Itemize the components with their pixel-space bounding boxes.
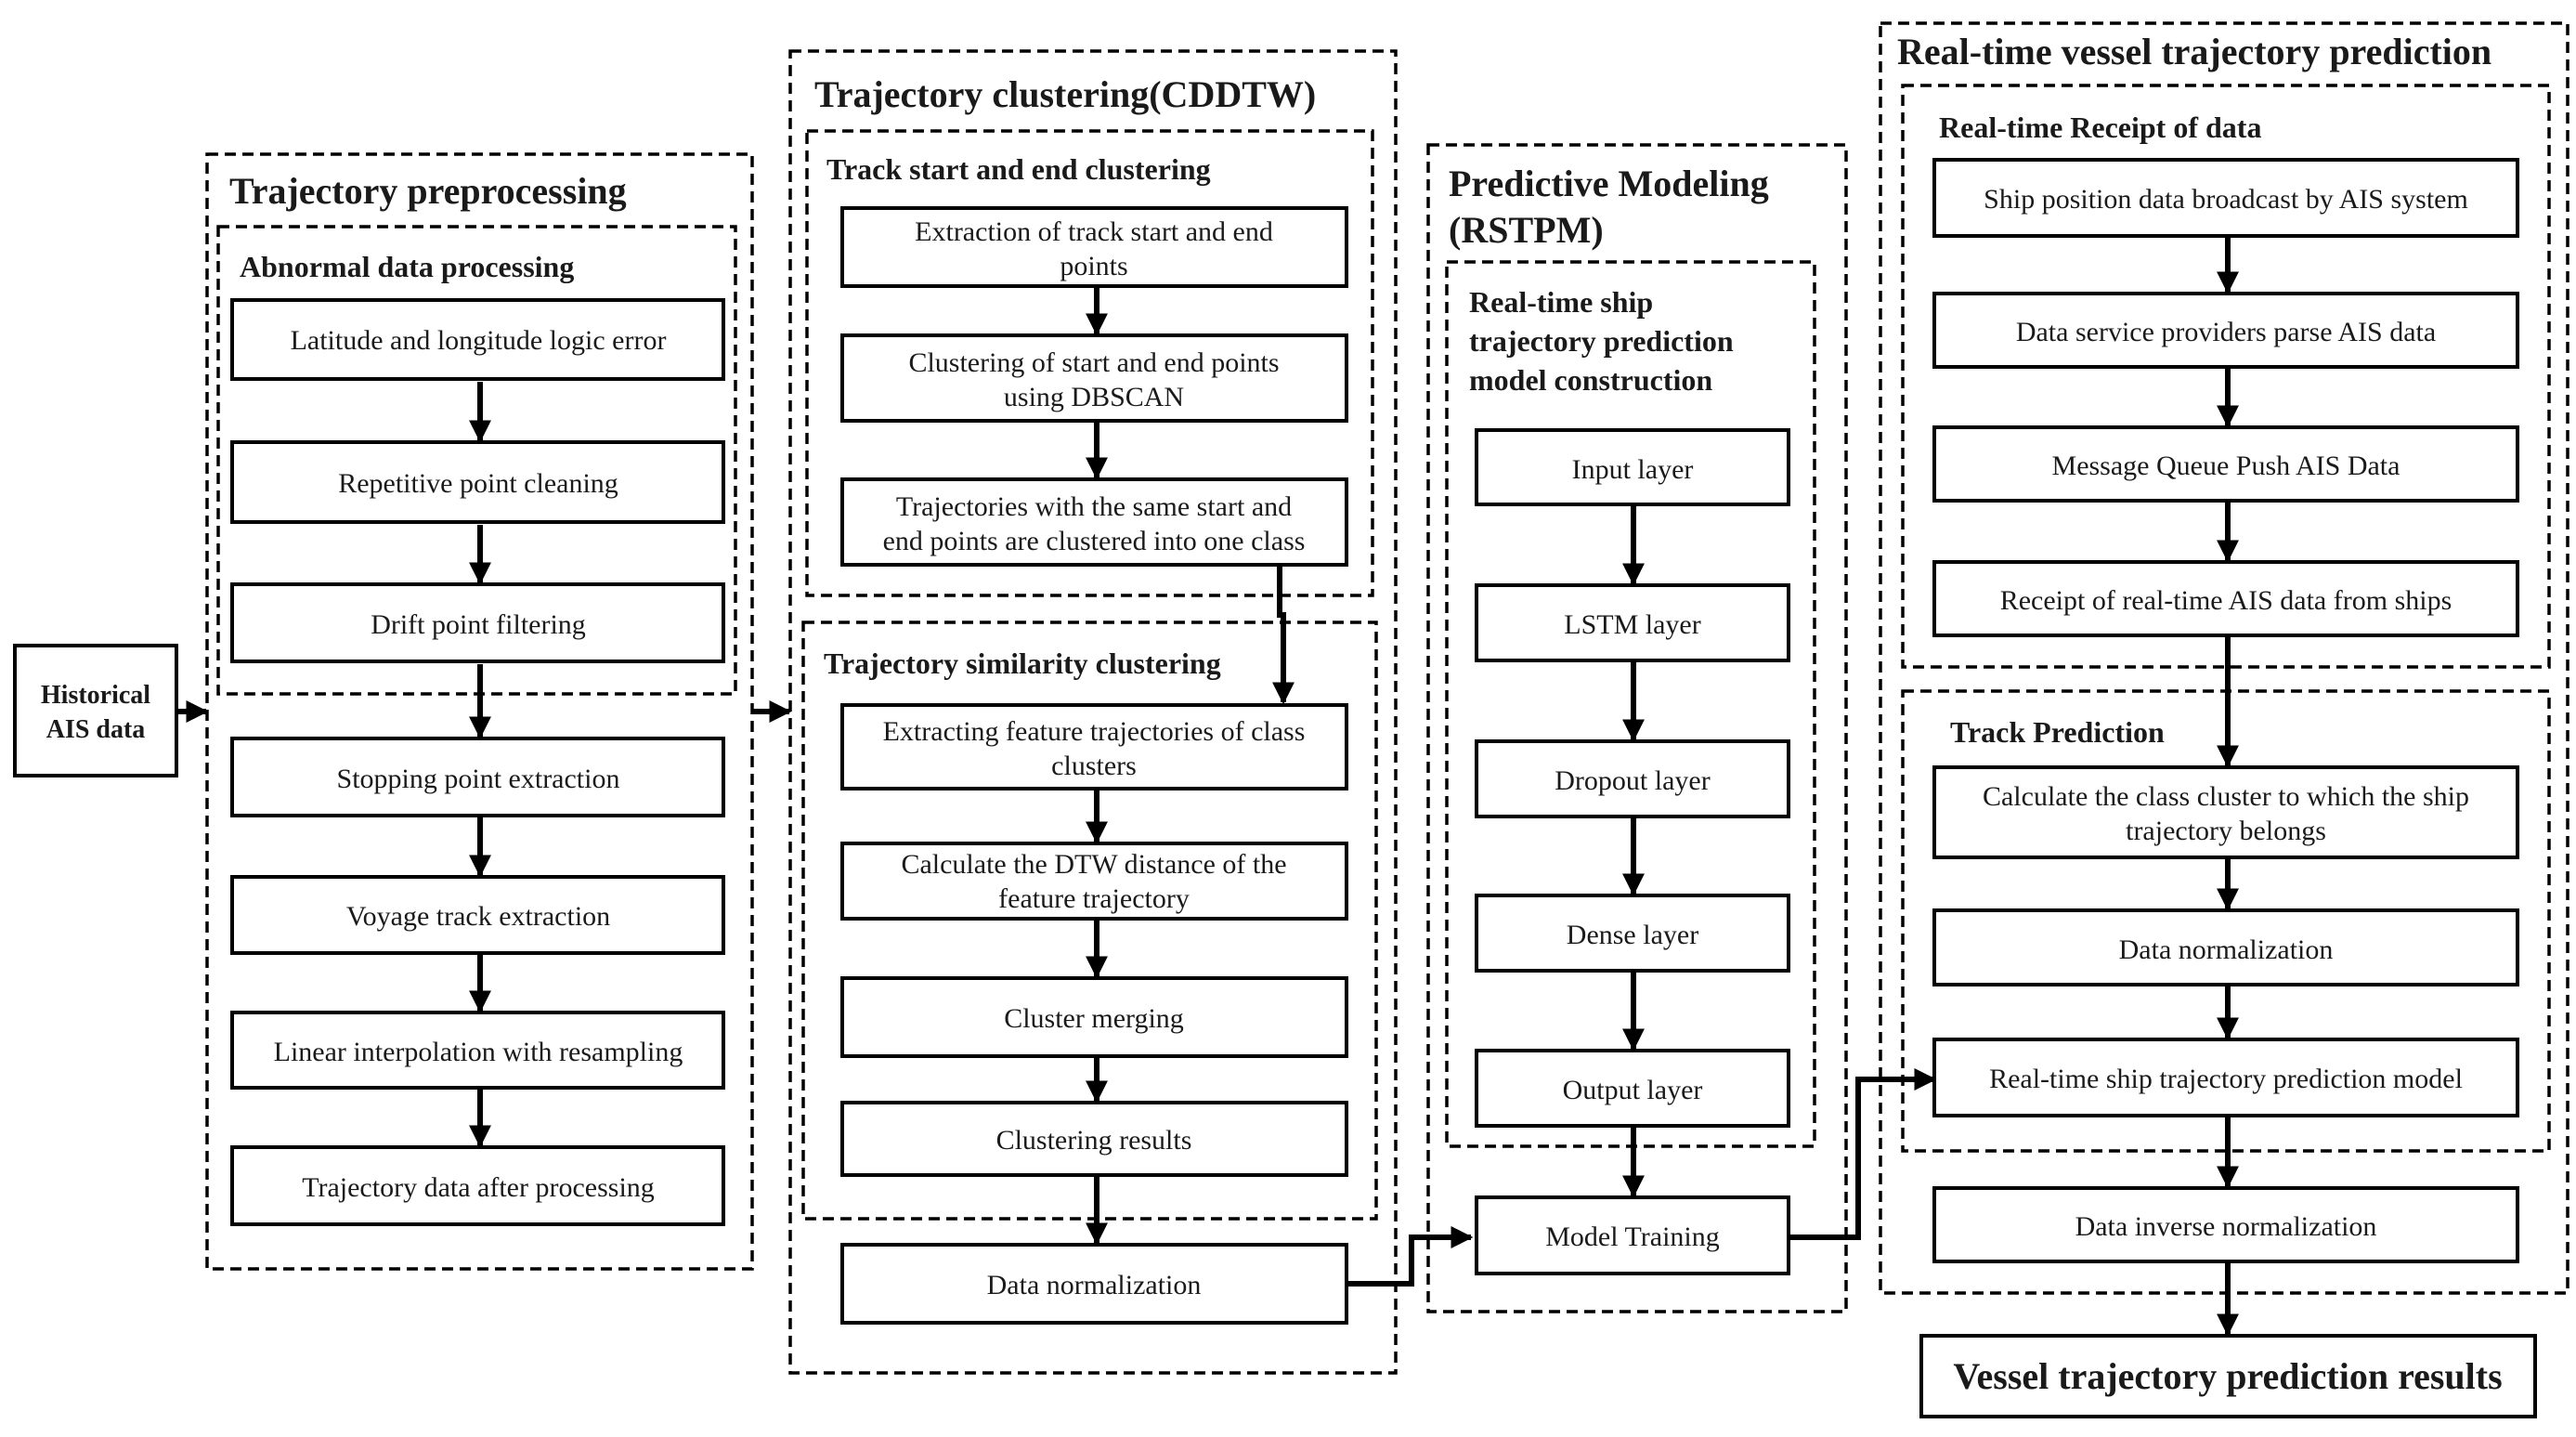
model-training-label: Model Training <box>1545 1221 1720 1252</box>
similarity-clustering-group <box>801 621 1378 1221</box>
dropout-layer-box <box>1475 739 1790 818</box>
similarity-clustering-title: Trajectory similarity clustering <box>824 647 1221 680</box>
historical-ais-box <box>13 644 178 777</box>
realtime-group <box>1879 21 2569 1295</box>
historical-ais-line2: AIS data <box>46 715 146 744</box>
prediction-title: Track Prediction <box>1950 715 2165 749</box>
dbscan-box <box>840 333 1348 423</box>
realtime-normalization-box <box>1932 908 2519 986</box>
stopping-point-box <box>230 737 725 817</box>
clustering-title: Trajectory clustering(CDDTW) <box>814 73 1316 115</box>
same-start-end-line1: Trajectories with the same start and <box>896 491 1292 522</box>
drift-point-box <box>230 582 725 663</box>
prediction-model-box <box>1932 1038 2519 1117</box>
ais-broadcast-box <box>1932 158 2519 238</box>
drift-point-label: Drift point filtering <box>371 609 586 640</box>
modeling-title-line2: (RSTPM) <box>1449 209 1604 251</box>
latlon-error-box <box>230 298 725 381</box>
clustering-normalization-label: Data normalization <box>987 1270 1202 1300</box>
extraction-start-end-box <box>840 206 1348 288</box>
receipt-realtime-box <box>1932 560 2519 637</box>
construction-title-line3: model construction <box>1469 363 1712 397</box>
same-start-end-line2: end points are clustered into one class <box>883 526 1306 556</box>
arrow-normalization-to-training <box>1347 1226 1474 1287</box>
abnormal-processing-group <box>216 225 737 696</box>
extraction-start-end-line2: points <box>1060 251 1127 281</box>
realtime-title: Real-time vessel trajectory prediction <box>1897 31 2491 72</box>
feature-trajectories-box <box>840 703 1348 790</box>
historical-ais-line1: Historical <box>41 681 150 710</box>
class-cluster-box <box>1932 765 2519 859</box>
clustering-group <box>788 49 1398 1375</box>
parse-ais-box <box>1932 292 2519 369</box>
modeling-title-line1: Predictive Modeling <box>1449 163 1769 204</box>
inverse-normalization-label: Data inverse normalization <box>2075 1211 2377 1242</box>
cluster-merging-label: Cluster merging <box>1004 1003 1184 1034</box>
dropout-layer-label: Dropout layer <box>1555 765 1710 796</box>
dense-layer-label: Dense layer <box>1567 920 1698 950</box>
prediction-results-box <box>1919 1334 2537 1418</box>
realtime-normalization-label: Data normalization <box>2119 934 2334 965</box>
extraction-start-end-line1: Extraction of track start and end <box>915 216 1273 247</box>
construction-title-line1: Real-time ship <box>1469 285 1653 319</box>
processed-data-label: Trajectory data after processing <box>302 1172 655 1203</box>
prediction-results-label: Vessel trajectory prediction results <box>1953 1355 2502 1397</box>
inverse-normalization-box <box>1932 1186 2519 1263</box>
class-cluster-line1: Calculate the class cluster to which the… <box>1983 781 2469 812</box>
message-queue-box <box>1932 425 2519 503</box>
interpolation-box <box>230 1011 725 1090</box>
feature-trajectories-line2: clusters <box>1051 751 1137 781</box>
stopping-point-label: Stopping point extraction <box>337 764 620 794</box>
dbscan-line2: using DBSCAN <box>1004 382 1184 412</box>
construction-title-line2: trajectory prediction <box>1469 324 1734 358</box>
clustering-results-box <box>840 1101 1348 1177</box>
output-layer-box <box>1475 1049 1790 1128</box>
modeling-group <box>1426 143 1848 1313</box>
arrow-training-to-prediction-model <box>1789 1068 1937 1240</box>
repetitive-point-label: Repetitive point cleaning <box>338 468 618 499</box>
prediction-model-label: Real-time ship trajectory prediction mod… <box>1989 1064 2463 1094</box>
processed-data-box <box>230 1145 725 1226</box>
voyage-track-label: Voyage track extraction <box>346 901 610 932</box>
clustering-results-label: Clustering results <box>996 1125 1192 1156</box>
lstm-layer-label: LSTM layer <box>1564 609 1700 640</box>
arrow-se-to-similarity <box>1272 567 1295 705</box>
latlon-error-label: Latitude and longitude logic error <box>291 325 667 356</box>
start-end-clustering-group <box>805 129 1374 597</box>
abnormal-processing-title: Abnormal data processing <box>240 250 574 283</box>
dense-layer-box <box>1475 894 1790 973</box>
repetitive-point-box <box>230 440 725 524</box>
feature-trajectories-line1: Extracting feature trajectories of class <box>883 716 1306 747</box>
dtw-distance-box <box>840 842 1348 921</box>
input-layer-box <box>1475 428 1790 506</box>
cluster-merging-box <box>840 976 1348 1058</box>
lstm-layer-box <box>1475 583 1790 662</box>
receipt-title: Real-time Receipt of data <box>1939 111 2261 144</box>
dtw-distance-line2: feature trajectory <box>998 883 1190 914</box>
parse-ais-label: Data service providers parse AIS data <box>2016 317 2436 347</box>
dtw-distance-line1: Calculate the DTW distance of the <box>901 849 1286 880</box>
dbscan-line1: Clustering of start and end points <box>908 347 1279 378</box>
interpolation-label: Linear interpolation with resampling <box>274 1037 683 1067</box>
output-layer-label: Output layer <box>1563 1075 1703 1105</box>
receipt-group <box>1901 84 2551 669</box>
model-training-box <box>1475 1195 1790 1275</box>
voyage-track-box <box>230 875 725 955</box>
class-cluster-line2: trajectory belongs <box>2126 816 2326 846</box>
preprocessing-title: Trajectory preprocessing <box>229 170 627 212</box>
ais-broadcast-label: Ship position data broadcast by AIS syst… <box>1984 184 2468 215</box>
message-queue-label: Message Queue Push AIS Data <box>2052 451 2400 481</box>
same-start-end-box <box>840 477 1348 567</box>
input-layer-label: Input layer <box>1572 454 1694 485</box>
clustering-normalization-box <box>840 1243 1348 1325</box>
receipt-realtime-label: Receipt of real-time AIS data from ships <box>2000 585 2452 616</box>
start-end-clustering-title: Track start and end clustering <box>826 152 1211 186</box>
